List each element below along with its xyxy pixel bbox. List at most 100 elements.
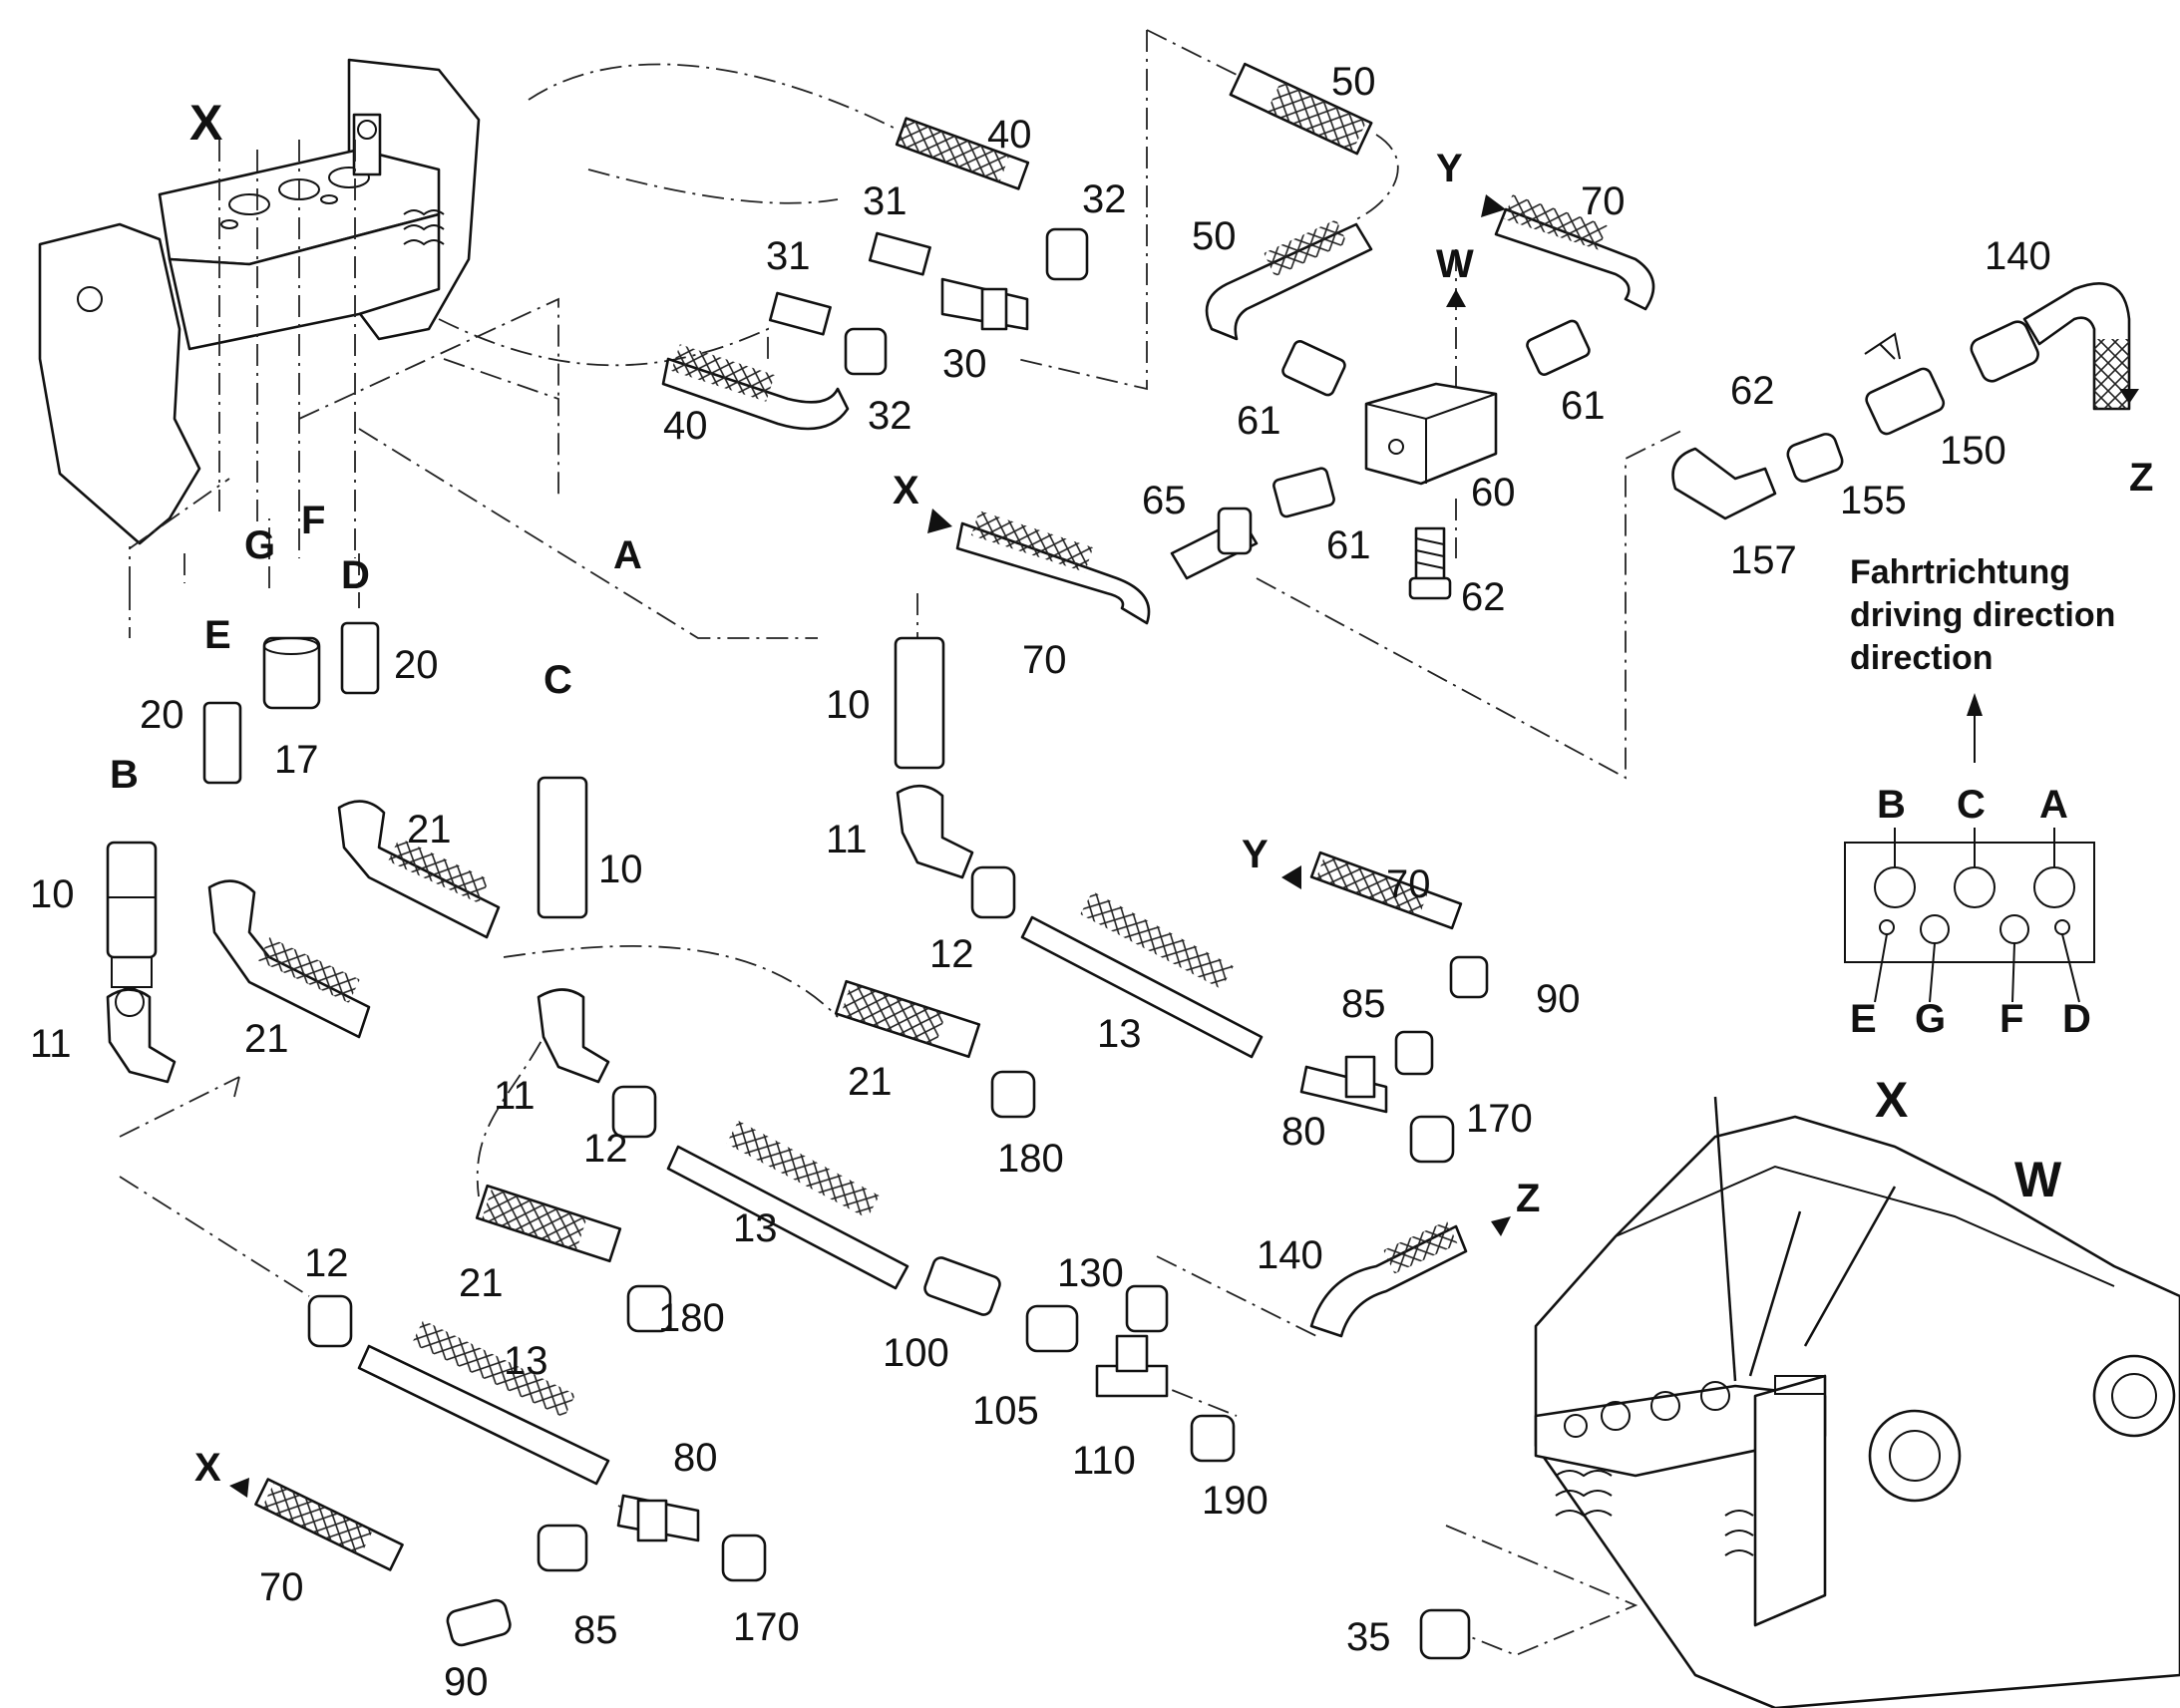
part-61-b: 61 — [1561, 384, 1606, 428]
note-line-3: direction — [1850, 639, 1994, 677]
part-170-l: 170 — [733, 1605, 800, 1649]
part-31-b: 31 — [766, 234, 811, 278]
part-70-l: 70 — [259, 1565, 304, 1609]
port-letters: X B E G F D C A X W Y Y Z Z X X W B C A … — [110, 95, 2153, 1490]
part-85-l: 85 — [573, 1608, 618, 1652]
part-12-r: 12 — [929, 932, 974, 976]
note-line-1: Fahrtrichtung — [1850, 553, 2070, 591]
part-numbers: 40 32 31 31 30 32 40 50 50 70 61 61 61 6… — [30, 60, 2051, 1704]
box-label-b: B — [1877, 783, 1906, 827]
part-21-c: 21 — [848, 1060, 893, 1104]
part-61-a: 61 — [1237, 399, 1281, 443]
part-11-b: 11 — [30, 1022, 72, 1066]
note-line-2: driving direction — [1850, 596, 2115, 634]
valve-block-assembly — [38, 58, 481, 558]
arrow-x-upper-icon — [927, 509, 952, 533]
part-157: 157 — [1730, 538, 1797, 582]
part-21-d: 21 — [459, 1261, 504, 1305]
arrow-x-lower-icon — [229, 1478, 249, 1498]
label-w: W — [1436, 242, 1474, 286]
box-label-f: F — [1999, 997, 2023, 1041]
upper-fittings — [661, 62, 2131, 625]
arrow-z-lower-icon — [1491, 1216, 1511, 1236]
part-17: 17 — [274, 738, 319, 782]
part-50-b: 50 — [1192, 214, 1237, 258]
part-70-x: 70 — [1022, 638, 1067, 682]
label-b: B — [110, 753, 139, 797]
part-60: 60 — [1471, 471, 1516, 514]
label-y-top: Y — [1436, 147, 1463, 190]
part-30: 30 — [942, 342, 987, 386]
direction-note: Fahrtrichtung driving direction directio… — [1850, 553, 2115, 677]
part-70-y: 70 — [1581, 179, 1626, 223]
arrow-y-upper-icon — [1481, 194, 1506, 217]
part-140-b: 140 — [1257, 1233, 1323, 1277]
connection-lines — [119, 29, 1726, 1656]
part-20-e: 20 — [140, 693, 184, 737]
part-40-a: 40 — [987, 113, 1032, 157]
part-62-a: 62 — [1461, 575, 1506, 619]
part-100: 100 — [883, 1331, 949, 1375]
part-21-a: 21 — [407, 808, 452, 852]
part-20-d: 20 — [394, 643, 439, 687]
part-140-a: 140 — [1985, 234, 2051, 278]
box-label-d: D — [2062, 997, 2091, 1041]
part-155: 155 — [1840, 479, 1907, 522]
part-90-a: 90 — [1536, 977, 1581, 1021]
label-x-machine: X — [1875, 1072, 1908, 1128]
part-80-l: 80 — [673, 1436, 718, 1480]
part-12-c: 12 — [583, 1127, 628, 1171]
part-105: 105 — [972, 1389, 1039, 1433]
box-label-c: C — [1957, 783, 1986, 827]
part-85-a: 85 — [1341, 982, 1386, 1026]
part-40-b: 40 — [663, 404, 708, 448]
part-180-b: 180 — [658, 1296, 725, 1340]
part-80-a: 80 — [1281, 1110, 1326, 1154]
part-90-l: 90 — [444, 1660, 489, 1704]
part-21-e: 21 — [244, 1017, 289, 1061]
part-10-b: 10 — [30, 872, 75, 916]
part-32-a: 32 — [1082, 177, 1127, 221]
box-label-a: A — [2039, 783, 2068, 827]
part-70-y2: 70 — [1386, 862, 1431, 906]
check-valve-icon — [1864, 332, 1901, 360]
part-32-b: 32 — [868, 394, 912, 438]
part-50-a: 50 — [1331, 60, 1376, 104]
label-z-right: Z — [2129, 456, 2153, 500]
part-11-r: 11 — [826, 818, 868, 861]
part-190: 190 — [1202, 1479, 1269, 1523]
port-layout-box — [1844, 693, 2095, 1003]
label-y-mid: Y — [1242, 833, 1269, 876]
part-10-r: 10 — [826, 683, 871, 727]
quick-coupler-machine-view — [1534, 1096, 2180, 1708]
arrow-w-icon — [1446, 289, 1466, 307]
part-170-a: 170 — [1466, 1097, 1533, 1141]
arrow-z-upper-icon — [2119, 389, 2139, 404]
part-130: 130 — [1057, 1251, 1124, 1295]
box-label-g: G — [1915, 997, 1946, 1041]
part-180-a: 180 — [997, 1137, 1064, 1181]
arrow-y-lower-icon — [1281, 865, 1301, 889]
part-10-c: 10 — [598, 848, 643, 891]
box-label-e: E — [1850, 997, 1877, 1041]
part-13-c: 13 — [733, 1206, 778, 1250]
label-g: G — [244, 523, 275, 567]
part-12-l: 12 — [304, 1241, 349, 1285]
part-150: 150 — [1940, 429, 2006, 473]
label-w-machine: W — [2014, 1152, 2062, 1207]
part-35: 35 — [1346, 1615, 1391, 1659]
part-65: 65 — [1142, 479, 1187, 522]
part-13-r: 13 — [1097, 1012, 1142, 1056]
label-z-lower: Z — [1516, 1177, 1540, 1220]
label-f: F — [301, 499, 325, 542]
part-62-b: 62 — [1730, 369, 1775, 413]
part-13-l: 13 — [504, 1339, 548, 1383]
label-e: E — [204, 613, 231, 657]
label-x-mid: X — [893, 469, 919, 512]
part-11-c: 11 — [494, 1074, 536, 1118]
label-x-lower: X — [194, 1446, 221, 1490]
label-d: D — [341, 553, 370, 597]
part-61-c: 61 — [1326, 523, 1371, 567]
flow-arrows — [229, 194, 2139, 1498]
